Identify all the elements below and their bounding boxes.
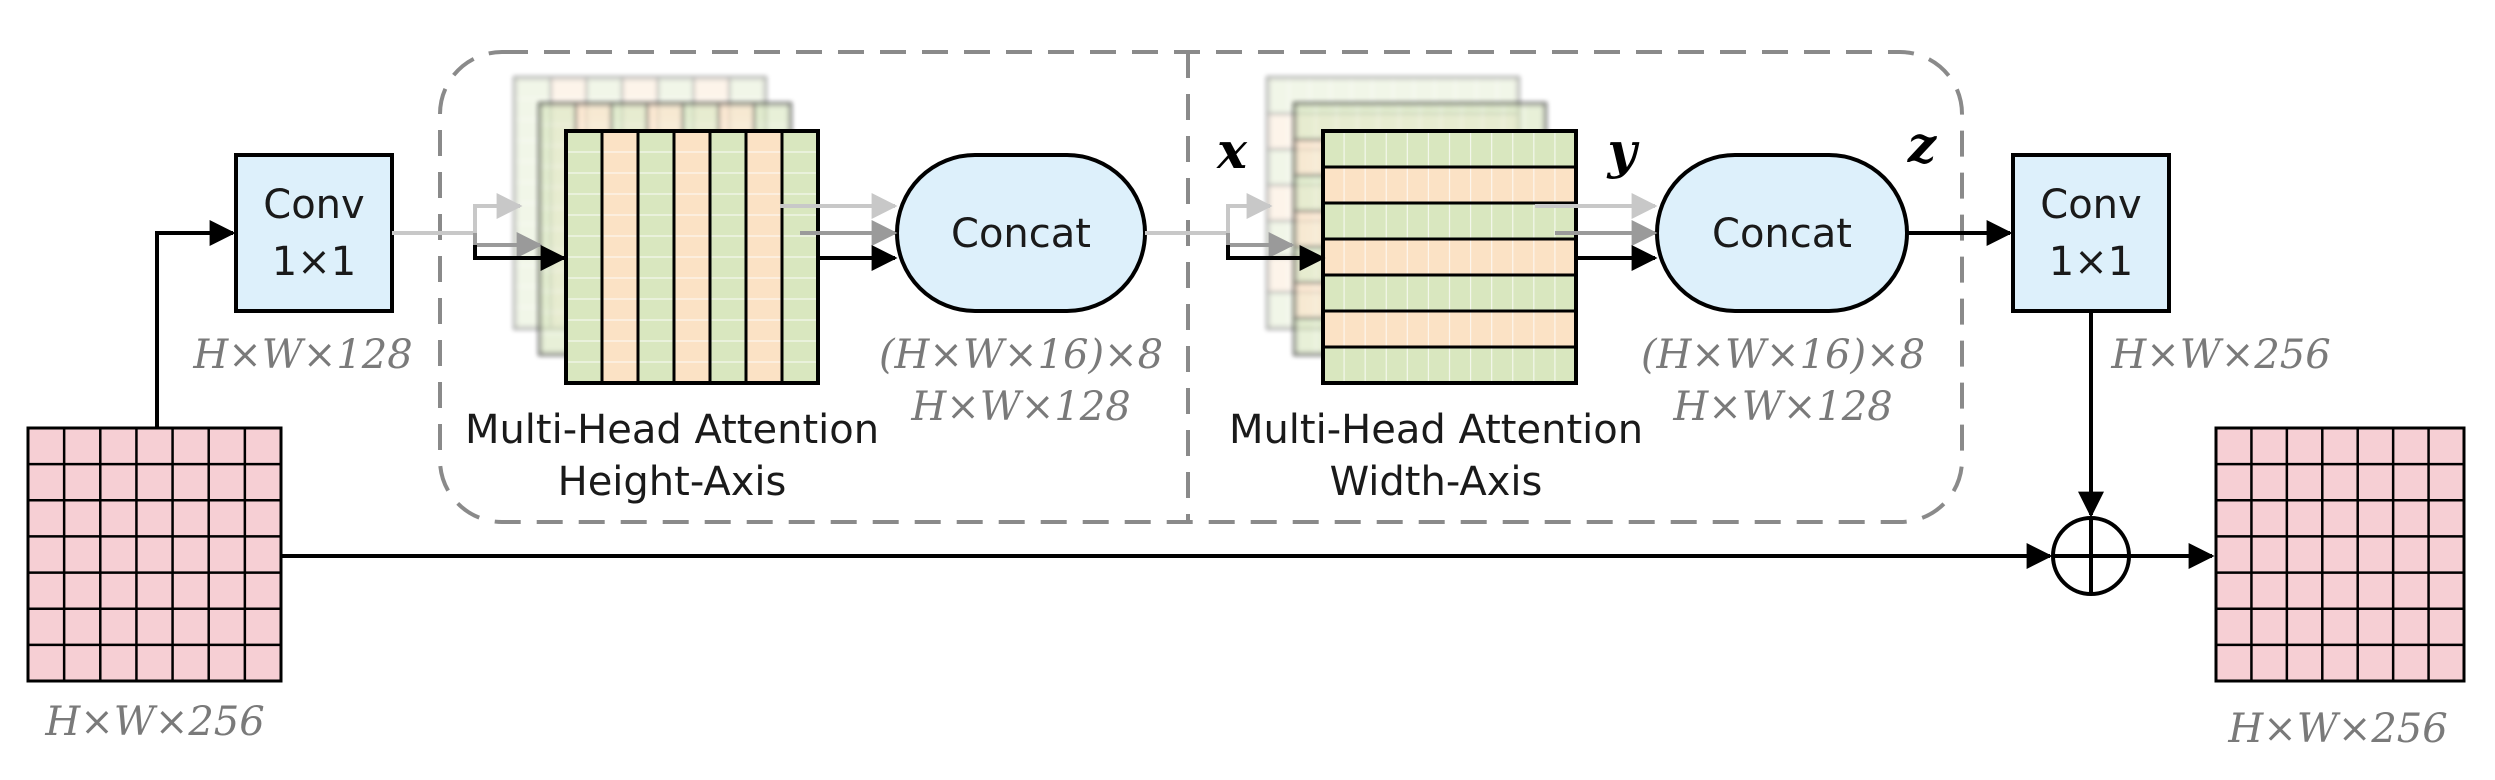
input-feature-map bbox=[26, 426, 283, 683]
dim-after-conv1: H×W×128 bbox=[192, 332, 412, 378]
attention-group-outline bbox=[438, 50, 1964, 524]
dim-concat-out-2: H×W×128 bbox=[1672, 384, 1892, 430]
conv2-label: Conv bbox=[2040, 182, 2141, 228]
concat1-label: Concat bbox=[951, 211, 1091, 257]
output-map-background bbox=[2214, 426, 2466, 683]
width-axis-attention-stack bbox=[1266, 76, 1578, 385]
height-axis-title: Multi-Head Attention bbox=[465, 407, 879, 453]
connection-arrows bbox=[155, 193, 2215, 569]
conv2-kernel: 1×1 bbox=[2049, 239, 2133, 285]
width-axis-subtitle: Width-Axis bbox=[1330, 459, 1543, 505]
dim-input: H×W×256 bbox=[44, 699, 264, 745]
input-map-background bbox=[26, 426, 283, 683]
var-y: y bbox=[1606, 121, 1639, 180]
conv1-label: Conv bbox=[263, 182, 364, 228]
height-axis-attention-stack bbox=[513, 76, 820, 385]
conv1-kernel: 1×1 bbox=[272, 239, 356, 285]
width-stack-front-panel bbox=[1321, 129, 1578, 385]
dim-output: H×W×256 bbox=[2227, 706, 2447, 752]
dim-concat-out-1: H×W×128 bbox=[910, 384, 1130, 430]
var-x: x bbox=[1216, 121, 1248, 180]
concat2-label: Concat bbox=[1712, 211, 1852, 257]
dim-heads-1: (H×W×16)×8 bbox=[879, 332, 1163, 378]
width-axis-title: Multi-Head Attention bbox=[1229, 407, 1643, 453]
var-z: z bbox=[1907, 115, 1938, 174]
concat-block-1: Concat bbox=[895, 153, 1147, 313]
conv-block-1: Conv 1×1 bbox=[234, 153, 394, 313]
output-feature-map bbox=[2214, 426, 2466, 683]
dim-after-conv2: H×W×256 bbox=[2110, 332, 2330, 378]
residual-add-circle bbox=[2051, 516, 2131, 596]
height-axis-subtitle: Height-Axis bbox=[558, 459, 787, 505]
height-stack-front-panel bbox=[564, 129, 820, 385]
conv-block-2: Conv 1×1 bbox=[2011, 153, 2171, 313]
dim-heads-2: (H×W×16)×8 bbox=[1641, 332, 1925, 378]
concat-block-2: Concat bbox=[1655, 153, 1909, 313]
